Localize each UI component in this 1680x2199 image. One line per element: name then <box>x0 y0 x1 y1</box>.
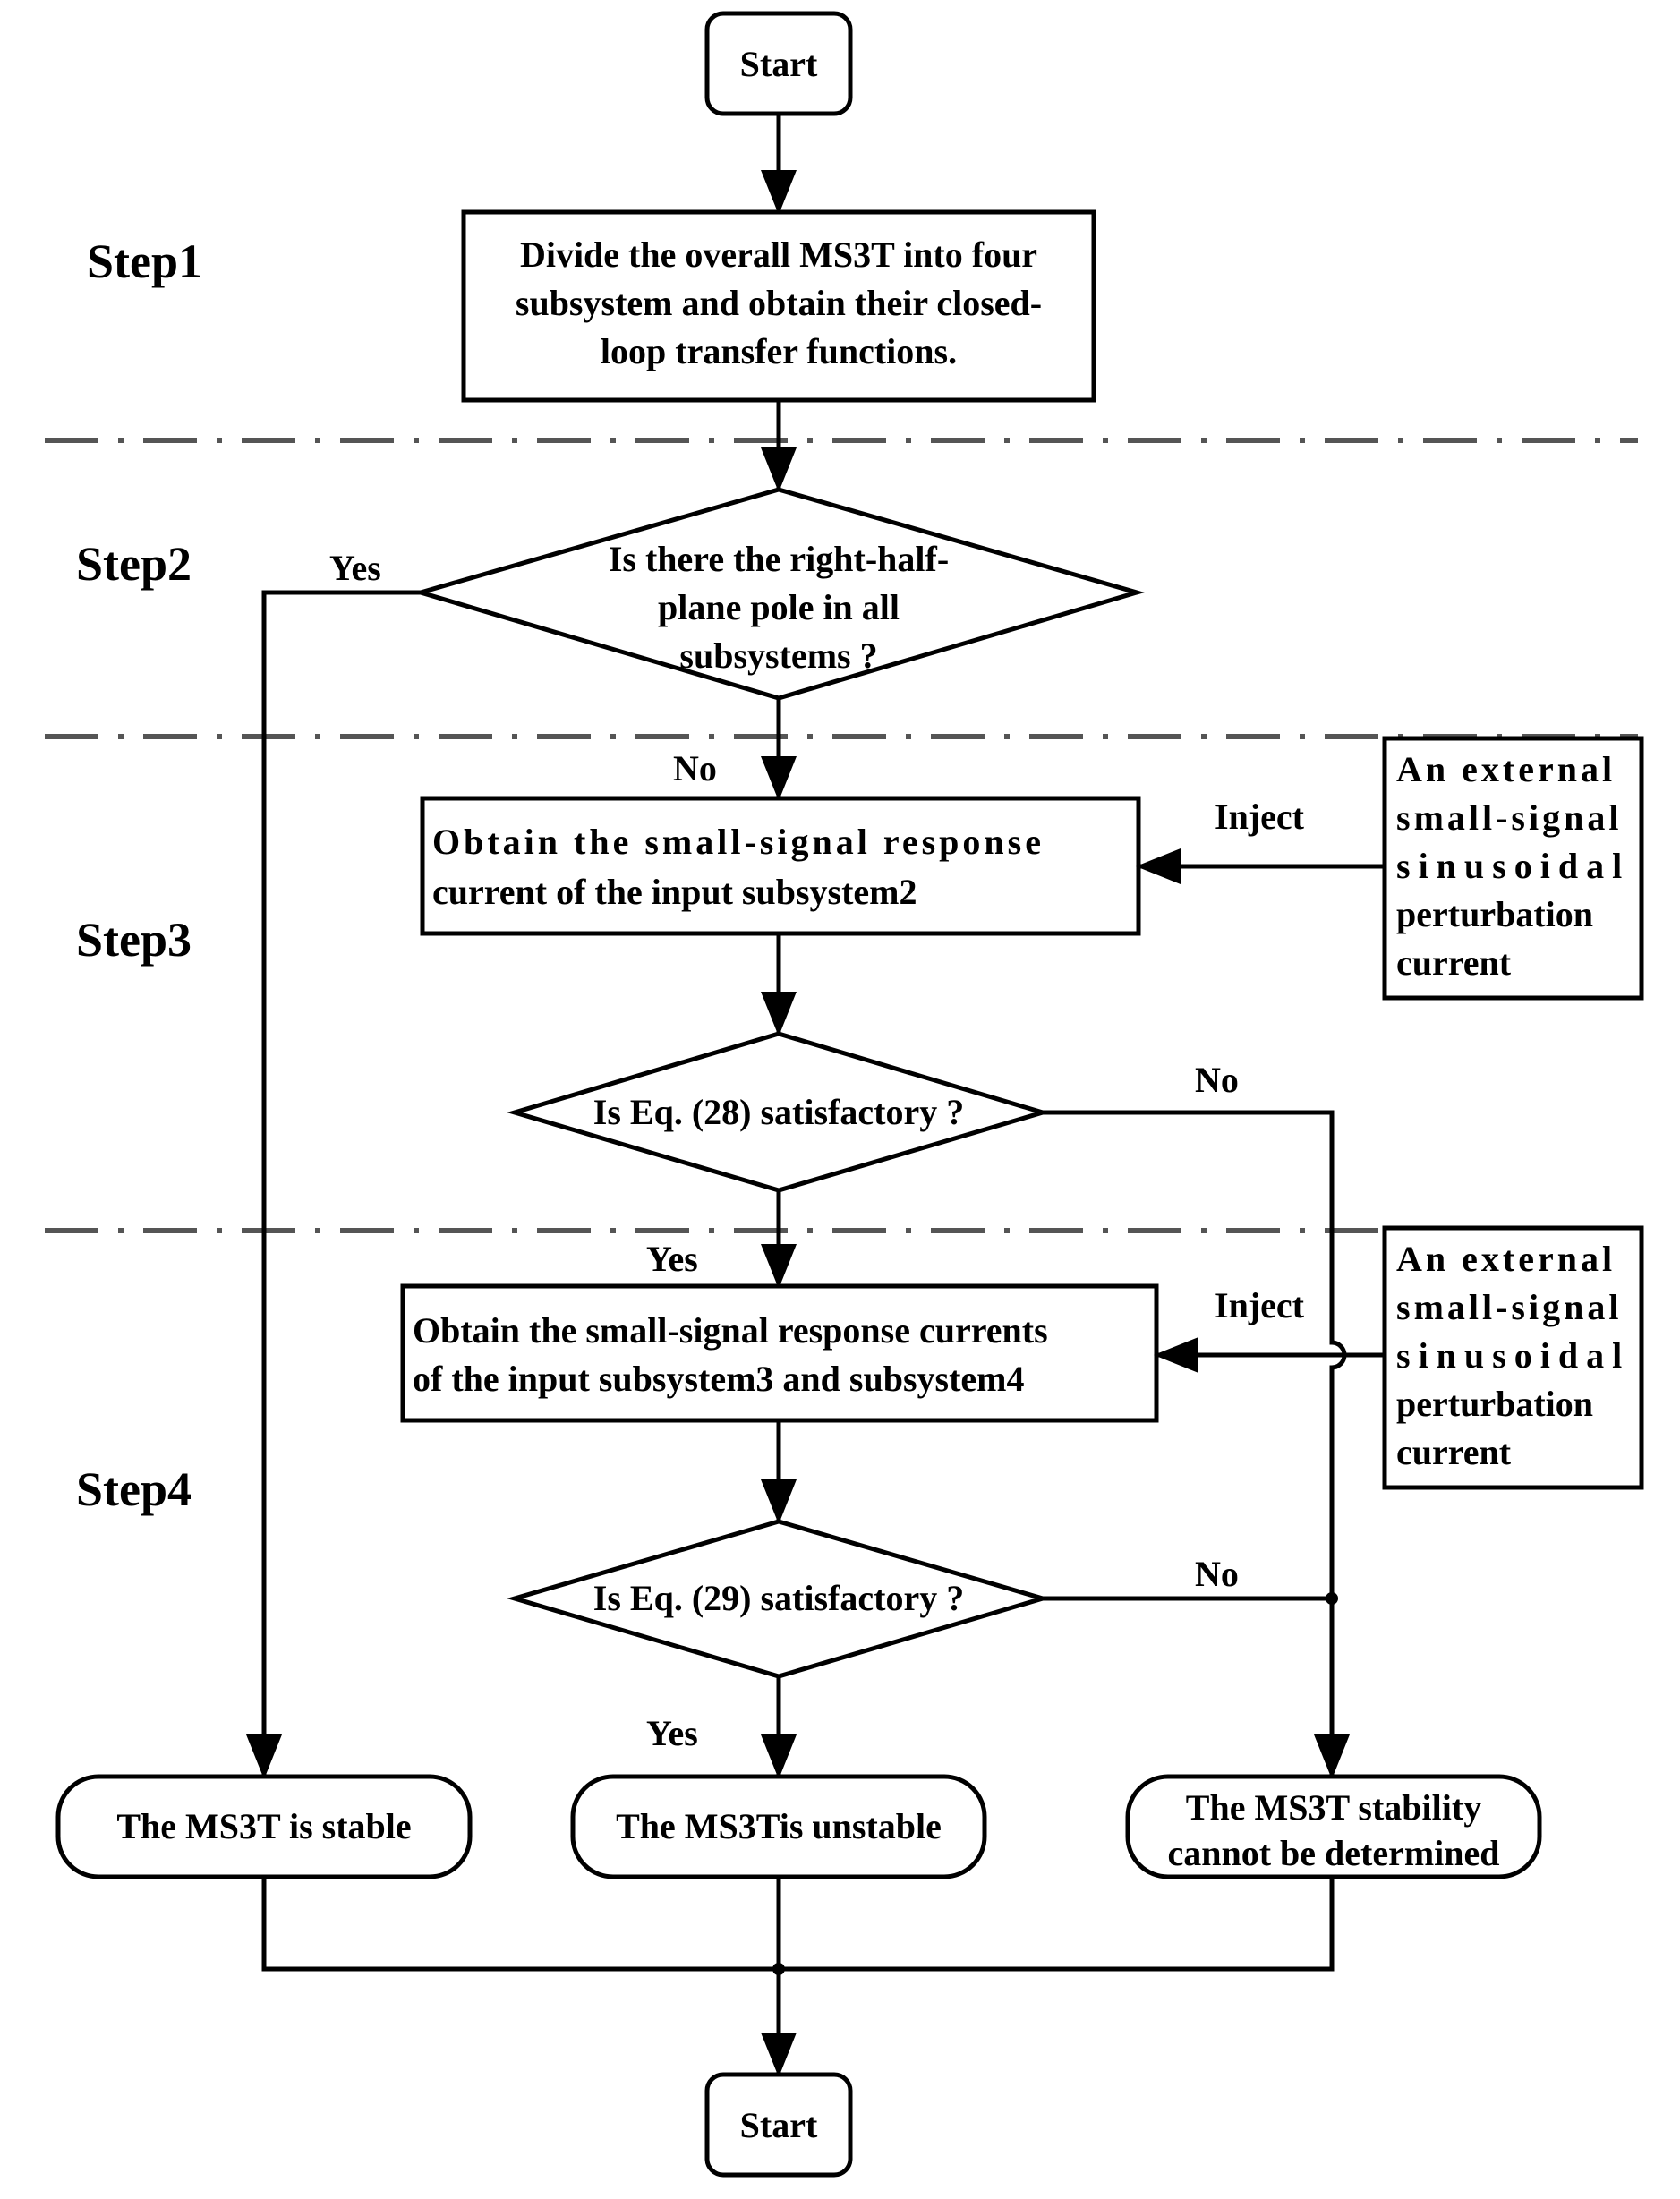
perturbation2-line-4: perturbation <box>1396 1384 1593 1424</box>
obtain2-line-2: current of the input subsystem2 <box>432 872 917 912</box>
obtain2-line-1: Obtain the small-signal response <box>432 822 1045 862</box>
line-merge-results <box>261 1877 1335 1972</box>
eq29-yes-label: Yes <box>646 1713 698 1753</box>
start-top-label: Start <box>740 44 818 84</box>
perturbation1-line-2: small-signal <box>1396 797 1622 838</box>
rhp-yes-label: Yes <box>329 548 381 588</box>
perturbation2-line-3: sinusoidal <box>1396 1335 1630 1376</box>
perturbation1-line-1: An external <box>1396 749 1616 789</box>
obtain-subsystem34-box <box>400 1283 1159 1423</box>
eq28-no-label: No <box>1195 1060 1239 1100</box>
perturbation2-line-2: small-signal <box>1396 1287 1622 1327</box>
eq28-yes-label: Yes <box>646 1239 698 1279</box>
perturbation1-line-4: perturbation <box>1396 894 1593 934</box>
divide-line-1: Divide the overall MS3T into four <box>520 234 1037 275</box>
result-undetermined-line-2: cannot be determined <box>1167 1833 1499 1873</box>
perturbation-source-box-2 <box>1382 1225 1644 1490</box>
rhp-decision-line-3: subsystems ? <box>679 635 877 676</box>
obtain34-line-1: Obtain the small-signal response current… <box>413 1310 1048 1351</box>
divide-line-2: subsystem and obtain their closed- <box>516 283 1042 323</box>
perturbation2-line-5: current <box>1396 1432 1512 1472</box>
step1-label: Step1 <box>87 234 202 288</box>
result-stable-label: The MS3T is stable <box>116 1806 411 1846</box>
eq28-decision-label: Is Eq. (28) satisfactory ? <box>593 1092 964 1132</box>
perturbation1-line-3: sinusoidal <box>1396 846 1630 886</box>
junction-dot-right <box>1326 1592 1338 1605</box>
rhp-decision-line-2: plane pole in all <box>658 587 900 627</box>
start-bottom-node <box>704 2072 853 2178</box>
step2-label: Step2 <box>76 537 192 591</box>
eq29-no-label: No <box>1195 1554 1239 1594</box>
step3-label: Step3 <box>76 913 192 967</box>
perturbation2-line-1: An external <box>1396 1239 1616 1279</box>
obtain-subsystem2-box <box>420 796 1141 936</box>
rhp-no-label: No <box>673 748 717 788</box>
rhp-decision-line-1: Is there the right-half- <box>609 539 949 579</box>
perturbation1-line-5: current <box>1396 942 1512 983</box>
inject2-label: Inject <box>1215 1285 1305 1325</box>
divide-line-3: loop transfer functions. <box>601 331 957 371</box>
start-bottom-label: Start <box>740 2105 818 2145</box>
inject1-label: Inject <box>1215 797 1305 837</box>
arrow-eq28-no-to-undetermined <box>1043 1110 1350 1779</box>
obtain34-line-2: of the input subsystem3 and subsystem4 <box>413 1359 1024 1399</box>
step4-label: Step4 <box>76 1462 192 1516</box>
result-unstable-label: The MS3Tis unstable <box>616 1806 942 1846</box>
eq29-decision-label: Is Eq. (29) satisfactory ? <box>593 1578 964 1618</box>
result-undetermined-line-1: The MS3T stability <box>1186 1787 1481 1828</box>
arrow-rhp-yes-to-stable <box>246 590 421 1779</box>
